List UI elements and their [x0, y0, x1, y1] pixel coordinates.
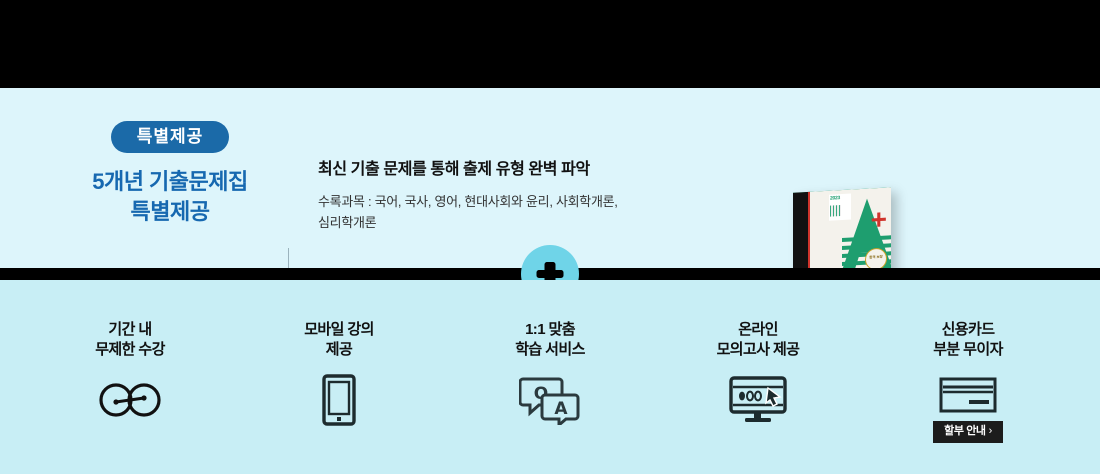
book-cover: + 2023 합격 보장 국어 · 국사 · 영어 · 현대사회와 윤리 · 사…: [793, 187, 891, 345]
mobile-phone-icon: [259, 373, 419, 426]
chevron-right-icon: ›: [988, 424, 993, 437]
feature-label-line1: 온라인: [738, 321, 778, 338]
promo-right-block: 최신 기출 문제를 통해 출제 유형 완벽 파악 수록과목 : 국어, 국사, …: [318, 160, 748, 233]
features-section: 기간 내 무제한 수강 ✕ 모바일 강의 제공: [0, 280, 1100, 474]
feature-label-line2: 무제한 수강: [95, 341, 165, 359]
promo-subjects-line1: 수록과목 : 국어, 국사, 영어, 현대사회와 윤리, 사회학개론,: [318, 193, 618, 209]
promo-left-block: 특별제공 5개년 기출문제집 특별제공: [55, 121, 285, 226]
promo-subjects-line2: 심리학개론: [318, 214, 377, 230]
promo-headline: 최신 기출 문제를 통해 출제 유형 완벽 파악: [318, 161, 590, 178]
special-offer-badge: 특별제공: [110, 121, 230, 153]
credit-card-icon: [888, 375, 1048, 415]
feature-label: 모바일 강의 제공: [259, 320, 419, 361]
promo-section: 특별제공 5개년 기출문제집 특별제공 최신 기출 문제를 통해 출제 유형 완…: [0, 88, 1100, 345]
qa-speech-bubbles-icon: Q A: [470, 375, 630, 425]
feature-label: 1:1 맞춤 학습 서비스: [470, 320, 630, 361]
installment-info-label: 할부 안내: [944, 424, 986, 437]
book-qr-code: [830, 205, 841, 217]
feature-label-line2: 학습 서비스: [515, 341, 585, 359]
promo-title: 5개년 기출문제집 특별제공: [55, 167, 285, 226]
feature-label-line2: 부분 무이자: [933, 341, 1003, 359]
feature-item-credit-card: 신용카드 부분 무이자 할부 안내›: [888, 320, 1048, 443]
book-seal-text: 합격 보장: [869, 254, 883, 260]
feature-item-mock-exam: 온라인 모의고사 제공: [678, 320, 838, 425]
promo-title-line1: 5개년 기출문제집: [92, 169, 248, 194]
feature-label-line1: 모바일 강의: [304, 321, 374, 338]
book-year-label: 2023: [830, 195, 840, 202]
feature-label: 온라인 모의고사 제공: [678, 320, 838, 361]
svg-text:A: A: [554, 399, 568, 419]
feature-label-line1: 기간 내: [108, 321, 152, 338]
feature-item-one-on-one: 1:1 맞춤 학습 서비스 Q A: [470, 320, 630, 425]
feature-item-mobile: 모바일 강의 제공: [259, 320, 419, 426]
feature-label: 신용카드 부분 무이자: [888, 320, 1048, 361]
feature-label-line1: 신용카드: [941, 321, 995, 338]
feature-label-line2: 모의고사 제공: [716, 341, 800, 359]
installment-info-button[interactable]: 할부 안내›: [933, 420, 1003, 443]
book-cover-image: + 2023 합격 보장 국어 · 국사 · 영어 · 현대사회와 윤리 · 사…: [775, 186, 905, 346]
infinity-icon: [50, 375, 210, 425]
promo-subjects: 수록과목 : 국어, 국사, 영어, 현대사회와 윤리, 사회학개론, 심리학개…: [318, 192, 748, 234]
book-plus-mark: +: [870, 203, 887, 236]
book-cover-top: + 2023 합격 보장: [810, 187, 891, 287]
feature-label-line1: 1:1 맞춤: [525, 321, 575, 338]
feature-label: 기간 내 무제한 수강: [50, 320, 210, 361]
promo-title-line2: 특별제공: [130, 198, 210, 224]
monitor-cursor-icon: [678, 375, 838, 425]
feature-item-unlimited: 기간 내 무제한 수강: [50, 320, 210, 425]
feature-label-line2: 제공: [325, 341, 353, 359]
top-black-band: [0, 0, 1100, 88]
